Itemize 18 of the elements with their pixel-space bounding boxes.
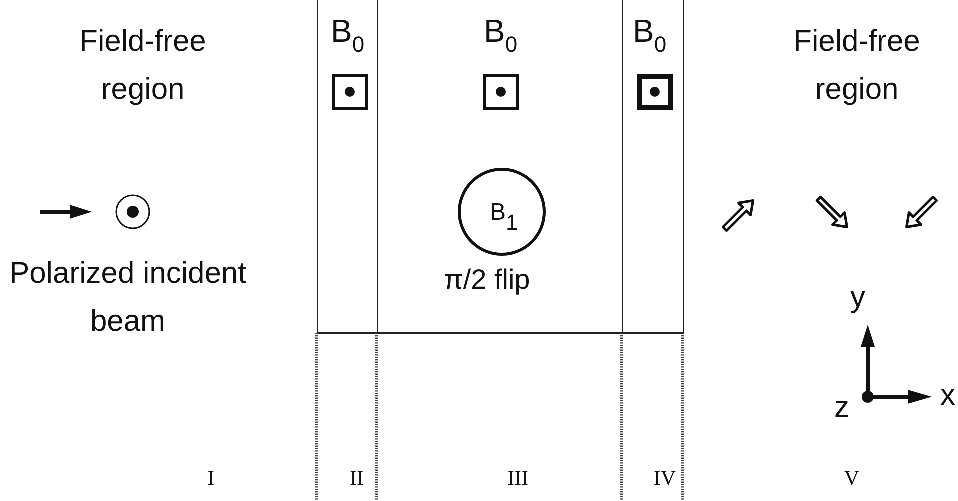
region-label: Field-free region — [78, 24, 208, 108]
caption-text: π/2 flip — [444, 263, 530, 297]
beam-label: Polarized incident beam — [8, 256, 248, 340]
axis-label: z — [834, 390, 850, 426]
region-number: IV — [652, 466, 678, 490]
field-symbol-label: B$_{0}$ — [331, 14, 365, 59]
region-number: II — [349, 466, 365, 490]
field-region-box — [622, 0, 684, 334]
region-number: III — [506, 466, 530, 490]
field-symbol-label: B$_{0}$ — [484, 14, 518, 59]
axis-label: x — [940, 378, 956, 414]
region-number: I — [206, 466, 216, 490]
region-number: V — [843, 466, 861, 490]
coil-circle — [458, 168, 546, 256]
field-symbol-label: B$_{0}$ — [633, 14, 667, 59]
field-region-box — [317, 0, 378, 334]
region-label: Field-free region — [792, 24, 922, 108]
axis-label: y — [850, 280, 866, 316]
